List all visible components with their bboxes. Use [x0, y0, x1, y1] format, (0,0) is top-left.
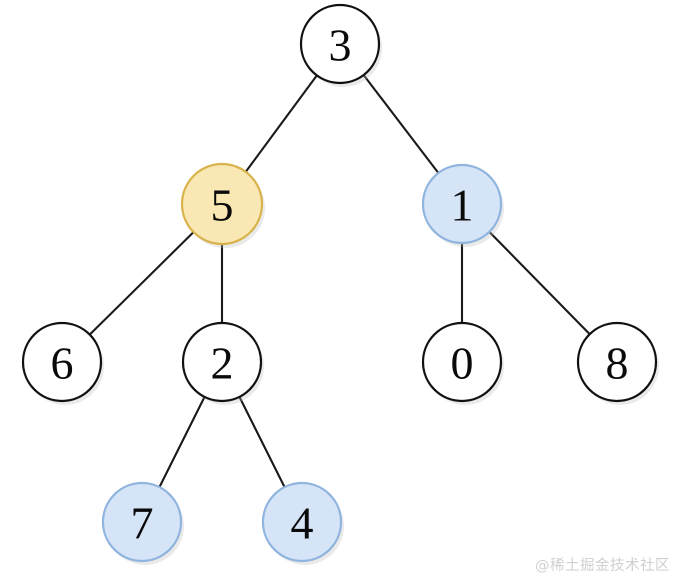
tree-node-0[interactable]: 0 — [421, 321, 504, 405]
tree-node-7[interactable]: 7 — [101, 481, 184, 565]
node-circle[interactable] — [421, 163, 503, 245]
node-label: 5 — [211, 180, 234, 231]
tree-node-2[interactable]: 2 — [181, 321, 264, 405]
node-label: 6 — [51, 338, 74, 389]
watermark-text: @稀土掘金技术社区 — [535, 558, 670, 574]
node-label: 7 — [131, 498, 154, 549]
node-label: 8 — [606, 338, 629, 389]
tree-edge — [244, 73, 319, 174]
node-label: 2 — [211, 338, 234, 389]
node-circle[interactable] — [101, 481, 183, 563]
node-circle[interactable] — [576, 321, 658, 403]
tree-edge — [157, 394, 207, 490]
node-circle[interactable] — [299, 3, 381, 85]
node-circle[interactable] — [181, 321, 263, 403]
tree-node-5[interactable]: 5 — [180, 162, 265, 248]
tree-edge — [361, 73, 441, 175]
node-label: 1 — [451, 180, 474, 231]
tree-edge — [87, 230, 196, 337]
nodes-layer: 3 5 1 6 2 0 8 7 4 — [21, 3, 659, 565]
node-circle[interactable] — [261, 481, 343, 563]
node-label: 4 — [291, 498, 314, 549]
tree-node-6[interactable]: 6 — [21, 321, 104, 405]
node-circle[interactable] — [180, 162, 264, 246]
tree-node-1[interactable]: 1 — [421, 163, 504, 247]
edges-layer — [87, 73, 592, 490]
tree-edge — [487, 230, 592, 336]
tree-node-3[interactable]: 3 — [299, 3, 382, 87]
tree-edge — [237, 394, 287, 490]
node-circle[interactable] — [21, 321, 103, 403]
node-circle[interactable] — [421, 321, 503, 403]
tree-node-4[interactable]: 4 — [261, 481, 344, 565]
node-label: 0 — [451, 338, 474, 389]
node-label: 3 — [329, 20, 352, 71]
tree-node-8[interactable]: 8 — [576, 321, 659, 405]
